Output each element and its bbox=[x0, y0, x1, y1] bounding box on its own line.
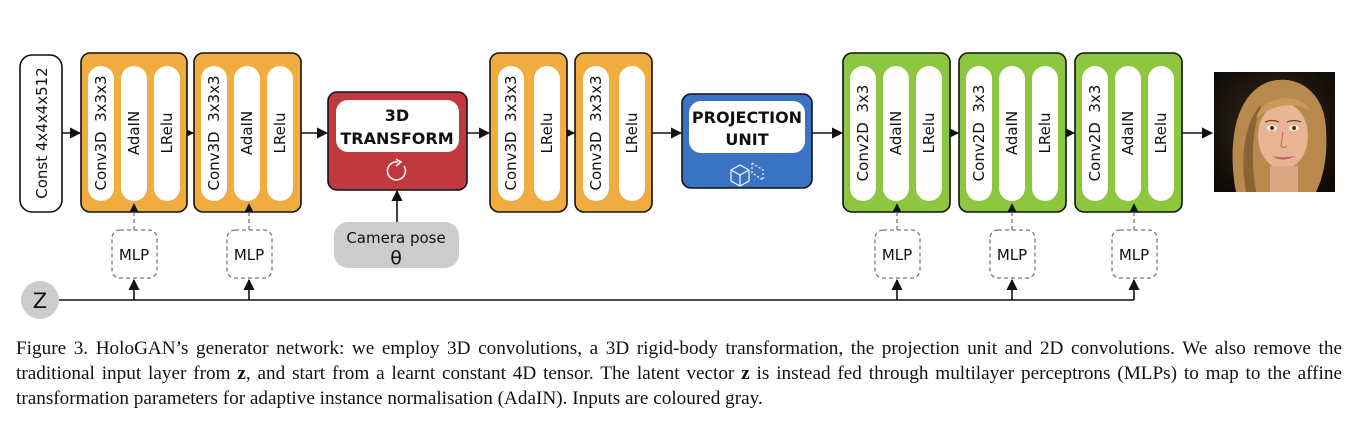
lrelu-label: LRelu bbox=[158, 112, 176, 153]
mlp-label: MLP bbox=[882, 246, 912, 264]
conv2d-label: Conv2D 3x3 bbox=[854, 85, 872, 182]
cube-projection-icon bbox=[730, 161, 764, 187]
figure-caption: Figure 3. HoloGAN’s generator network: w… bbox=[16, 336, 1342, 411]
mlp-box-1: MLP bbox=[111, 229, 158, 279]
mlp-box-5: MLP bbox=[1111, 229, 1158, 279]
mlp-label: MLP bbox=[1119, 246, 1149, 264]
conv2d-block-1: Conv2D 3x3 AdaIN LRelu bbox=[842, 52, 951, 213]
latent-z-node: Z bbox=[21, 281, 59, 319]
caption-text-2: , and start from a learnt constant 4D te… bbox=[245, 363, 742, 384]
conv2d-block-2: Conv2D 3x3 AdaIN LRelu bbox=[958, 52, 1067, 213]
mlp-to-adain-arrows bbox=[129, 203, 1139, 230]
caption-z-symbol: z bbox=[741, 363, 750, 384]
projection-label-line1: PROJECTION bbox=[692, 108, 802, 127]
lrelu-label: LRelu bbox=[271, 112, 289, 153]
adain-label: AdaIN bbox=[125, 111, 143, 155]
post-conv3d-block-2: Conv3D 3x3x3 LRelu bbox=[574, 52, 653, 213]
conv3d-label: Conv3D 3x3x3 bbox=[502, 75, 520, 190]
generator-network-diagram: Const 4x4x4x512 Conv3D 3x3x3 AdaIN LRelu… bbox=[19, 52, 1335, 319]
conv3d-block-2: Conv3D 3x3x3 AdaIN LRelu bbox=[193, 52, 302, 213]
caption-z-symbol: z bbox=[237, 363, 246, 384]
mlp-box-3: MLP bbox=[874, 229, 921, 279]
rotate-icon bbox=[386, 158, 407, 181]
transform-label-line1: 3D bbox=[385, 106, 409, 125]
const-input-block: Const 4x4x4x512 bbox=[19, 54, 63, 213]
camera-pose-label: Camera pose bbox=[346, 229, 445, 247]
mlp-label: MLP bbox=[234, 246, 264, 264]
conv2d-label: Conv2D 3x3 bbox=[1086, 85, 1104, 182]
adain-label: AdaIN bbox=[238, 111, 256, 155]
projection-label-line2: UNIT bbox=[725, 130, 768, 149]
const-input-label: Const 4x4x4x512 bbox=[33, 67, 51, 199]
conv3d-block-1: Conv3D 3x3x3 AdaIN LRelu bbox=[80, 52, 188, 213]
lrelu-label: LRelu bbox=[1152, 112, 1170, 153]
mlp-box-2: MLP bbox=[226, 229, 273, 279]
conv3d-label: Conv3D 3x3x3 bbox=[587, 75, 605, 190]
conv2d-label: Conv2D 3x3 bbox=[970, 85, 988, 182]
projection-unit-block: PROJECTION UNIT bbox=[681, 93, 813, 189]
transform-block: 3D TRANSFORM bbox=[327, 91, 468, 191]
post-conv3d-block-1: Conv3D 3x3x3 LRelu bbox=[489, 52, 568, 213]
main-flow-arrows bbox=[62, 127, 1214, 222]
adain-label: AdaIN bbox=[887, 111, 905, 155]
caption-text-3: is instead fed through multilayer percep… bbox=[16, 363, 1343, 409]
camera-pose-symbol: θ bbox=[390, 247, 402, 269]
conv3d-label: Conv3D 3x3x3 bbox=[92, 75, 110, 190]
adain-label: AdaIN bbox=[1003, 111, 1021, 155]
conv2d-block-3: Conv2D 3x3 AdaIN LRelu bbox=[1074, 52, 1183, 213]
mlp-box-4: MLP bbox=[989, 229, 1036, 279]
mlp-label: MLP bbox=[997, 246, 1027, 264]
latent-z-label: Z bbox=[33, 289, 47, 313]
camera-pose-input: Camera pose θ bbox=[334, 222, 459, 269]
adain-label: AdaIN bbox=[1119, 111, 1137, 155]
lrelu-label: LRelu bbox=[623, 112, 641, 153]
lrelu-label: LRelu bbox=[1036, 112, 1054, 153]
transform-label-line2: TRANSFORM bbox=[340, 129, 453, 148]
conv3d-label: Conv3D 3x3x3 bbox=[205, 75, 223, 190]
lrelu-label: LRelu bbox=[538, 112, 556, 153]
caption-text-1: Figure 3. HoloGAN’s generator network: w… bbox=[16, 338, 1342, 384]
mlp-label: MLP bbox=[119, 246, 149, 264]
face-output-image bbox=[1214, 72, 1335, 192]
lrelu-label: LRelu bbox=[920, 112, 938, 153]
latent-bus-line bbox=[59, 278, 1140, 301]
